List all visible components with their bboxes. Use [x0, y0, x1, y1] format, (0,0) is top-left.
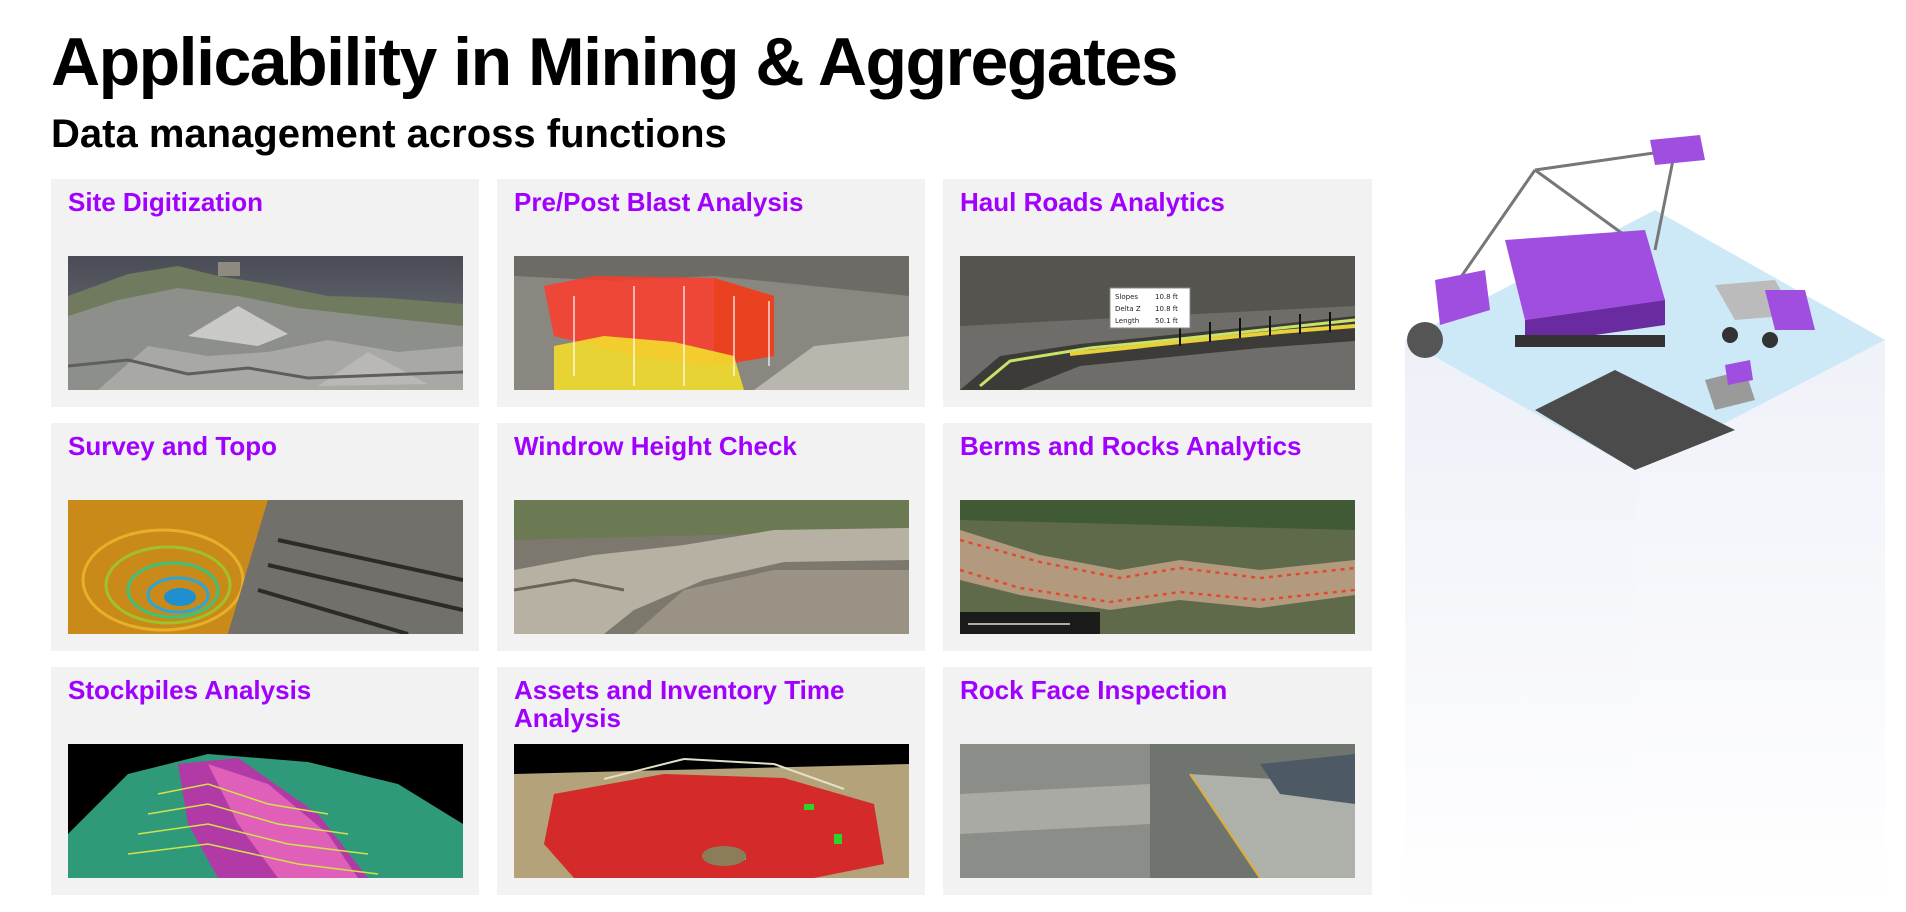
mining-equipment-illustration [1405, 135, 1885, 912]
card-label: Berms and Rocks Analytics [960, 431, 1302, 461]
card-survey-and-topo: Survey and Topo [51, 423, 479, 651]
site-digitization-image [68, 256, 463, 390]
card-assets-and-inventory-time-analysis: Assets and Inventory Time Analysis [497, 667, 925, 895]
card-windrow-height-check: Windrow Height Check [497, 423, 925, 651]
berms-rocks-image [960, 500, 1355, 634]
card-pre-post-blast-analysis: Pre/Post Blast Analysis [497, 179, 925, 407]
page-title: Applicability in Mining & Aggregates [51, 24, 1179, 100]
popup-length-value: 50.1 ft [1155, 317, 1178, 325]
haul-roads-image: Slopes 10.8 ft Delta Z 10.8 ft Length 50… [960, 256, 1355, 390]
card-label: Survey and Topo [68, 431, 277, 461]
popup-delta-label: Delta Z [1115, 305, 1141, 313]
popup-slopes-value: 10.8 ft [1155, 293, 1178, 301]
stockpiles-image [68, 744, 463, 878]
popup-delta-value: 10.8 ft [1155, 305, 1178, 313]
assets-inventory-image [514, 744, 909, 878]
card-label: Stockpiles Analysis [68, 675, 312, 705]
card-label: Assets and Inventory Time Analysis [514, 675, 845, 733]
card-haul-roads-analytics: Haul Roads Analytics Slopes 10.8 ft Delt… [943, 179, 1372, 407]
rock-face-image [960, 744, 1355, 878]
card-label: Haul Roads Analytics [960, 187, 1225, 217]
card-label: Pre/Post Blast Analysis [514, 187, 804, 217]
card-label: Rock Face Inspection [960, 675, 1228, 705]
windrow-image [514, 500, 909, 634]
popup-length-label: Length [1115, 317, 1139, 325]
page-subtitle: Data management across functions [51, 112, 727, 156]
blast-analysis-image [514, 256, 909, 390]
card-label: Site Digitization [68, 187, 263, 217]
card-label: Windrow Height Check [514, 431, 797, 461]
card-berms-and-rocks-analytics: Berms and Rocks Analytics [943, 423, 1372, 651]
survey-topo-image [68, 500, 463, 634]
card-stockpiles-analysis: Stockpiles Analysis [51, 667, 479, 895]
card-site-digitization: Site Digitization [51, 179, 479, 407]
popup-slopes-label: Slopes [1115, 293, 1138, 301]
card-rock-face-inspection: Rock Face Inspection [943, 667, 1372, 895]
